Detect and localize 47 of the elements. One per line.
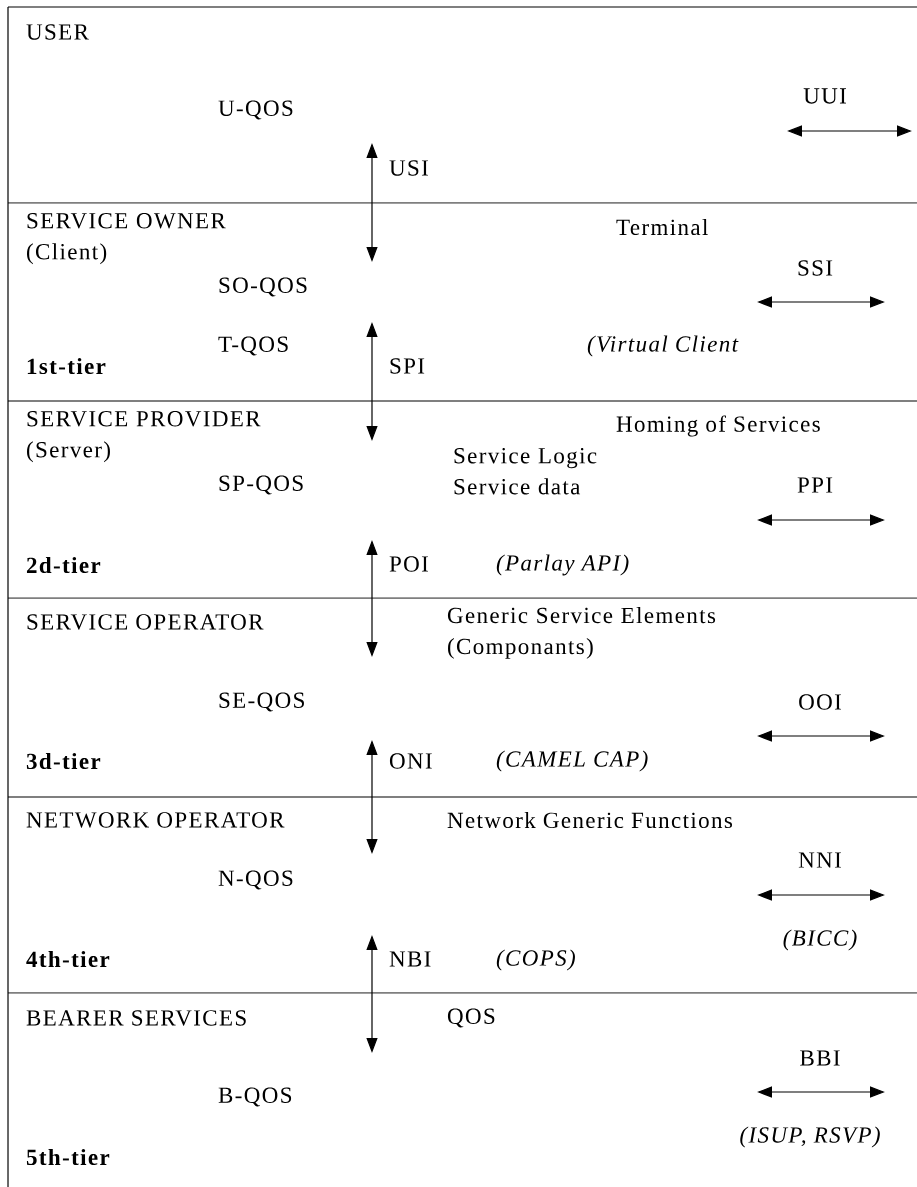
tier-name: SERVICE PROVIDER (Server) bbox=[27, 411, 261, 463]
edge-label: USI bbox=[389, 160, 428, 176]
protocol-label: (COPS) bbox=[496, 949, 575, 971]
function-label: Homing of Services bbox=[616, 415, 820, 437]
interface-label: PPI bbox=[797, 477, 833, 493]
qos-label: N-QOS bbox=[218, 870, 293, 890]
tier-name: SERVICE OPERATOR bbox=[27, 614, 264, 630]
protocol-label: (BICC) bbox=[783, 929, 857, 951]
tier-band bbox=[7, 992, 917, 1187]
tier-label: 3d-tier bbox=[26, 752, 101, 770]
tier-band bbox=[7, 6, 917, 204]
tier-band bbox=[7, 400, 917, 599]
interface-label: SSI bbox=[798, 260, 833, 276]
tier-name: BEARER SERVICES bbox=[26, 1010, 246, 1026]
tier-label: 1st-tier bbox=[27, 357, 106, 375]
qos-label: SE-QOS bbox=[219, 692, 304, 712]
protocol-label: (ISUP, RSVP) bbox=[740, 1126, 880, 1148]
qos-label: SO-QOS bbox=[219, 277, 307, 297]
function-label: Generic Service Elements (Componants) bbox=[447, 607, 716, 659]
tier-label: 5th-tier bbox=[26, 1148, 110, 1166]
tier-band bbox=[7, 202, 917, 402]
edge-label: NBI bbox=[389, 951, 431, 967]
qos-label: SP-QOS bbox=[219, 475, 303, 495]
function-label: Service Logic Service data bbox=[454, 448, 597, 495]
edge-label: SPI bbox=[390, 358, 425, 374]
tier-band bbox=[7, 597, 917, 798]
tier-name: SERVICE OWNER (Client) bbox=[27, 213, 226, 265]
tier-name: USER bbox=[26, 24, 89, 40]
protocol-label: (Parlay API) bbox=[496, 554, 629, 576]
function-label: QOS bbox=[447, 1008, 495, 1028]
tier-label: 4th-tier bbox=[26, 950, 110, 968]
protocol-label: (Virtual Client bbox=[587, 335, 739, 357]
tier-label: 2d-tier bbox=[26, 556, 101, 574]
edge-label: ONI bbox=[389, 753, 432, 769]
qos-label: T-QOS bbox=[218, 336, 288, 356]
protocol-label: (CAMEL CAP) bbox=[496, 750, 648, 772]
function-label: Terminal bbox=[616, 218, 708, 236]
tier-band bbox=[7, 796, 917, 994]
interface-label: UUI bbox=[803, 88, 846, 104]
qos-label: B-QOS bbox=[218, 1087, 292, 1107]
interface-label: NNI bbox=[798, 852, 841, 868]
interface-label: BBI bbox=[800, 1050, 840, 1066]
function-label: Network Generic Functions bbox=[447, 811, 732, 829]
interface-label: OOI bbox=[799, 694, 841, 710]
edge-label: POI bbox=[389, 556, 428, 572]
tier-name: NETWORK OPERATOR bbox=[26, 812, 285, 828]
qos-label: U-QOS bbox=[218, 100, 293, 120]
